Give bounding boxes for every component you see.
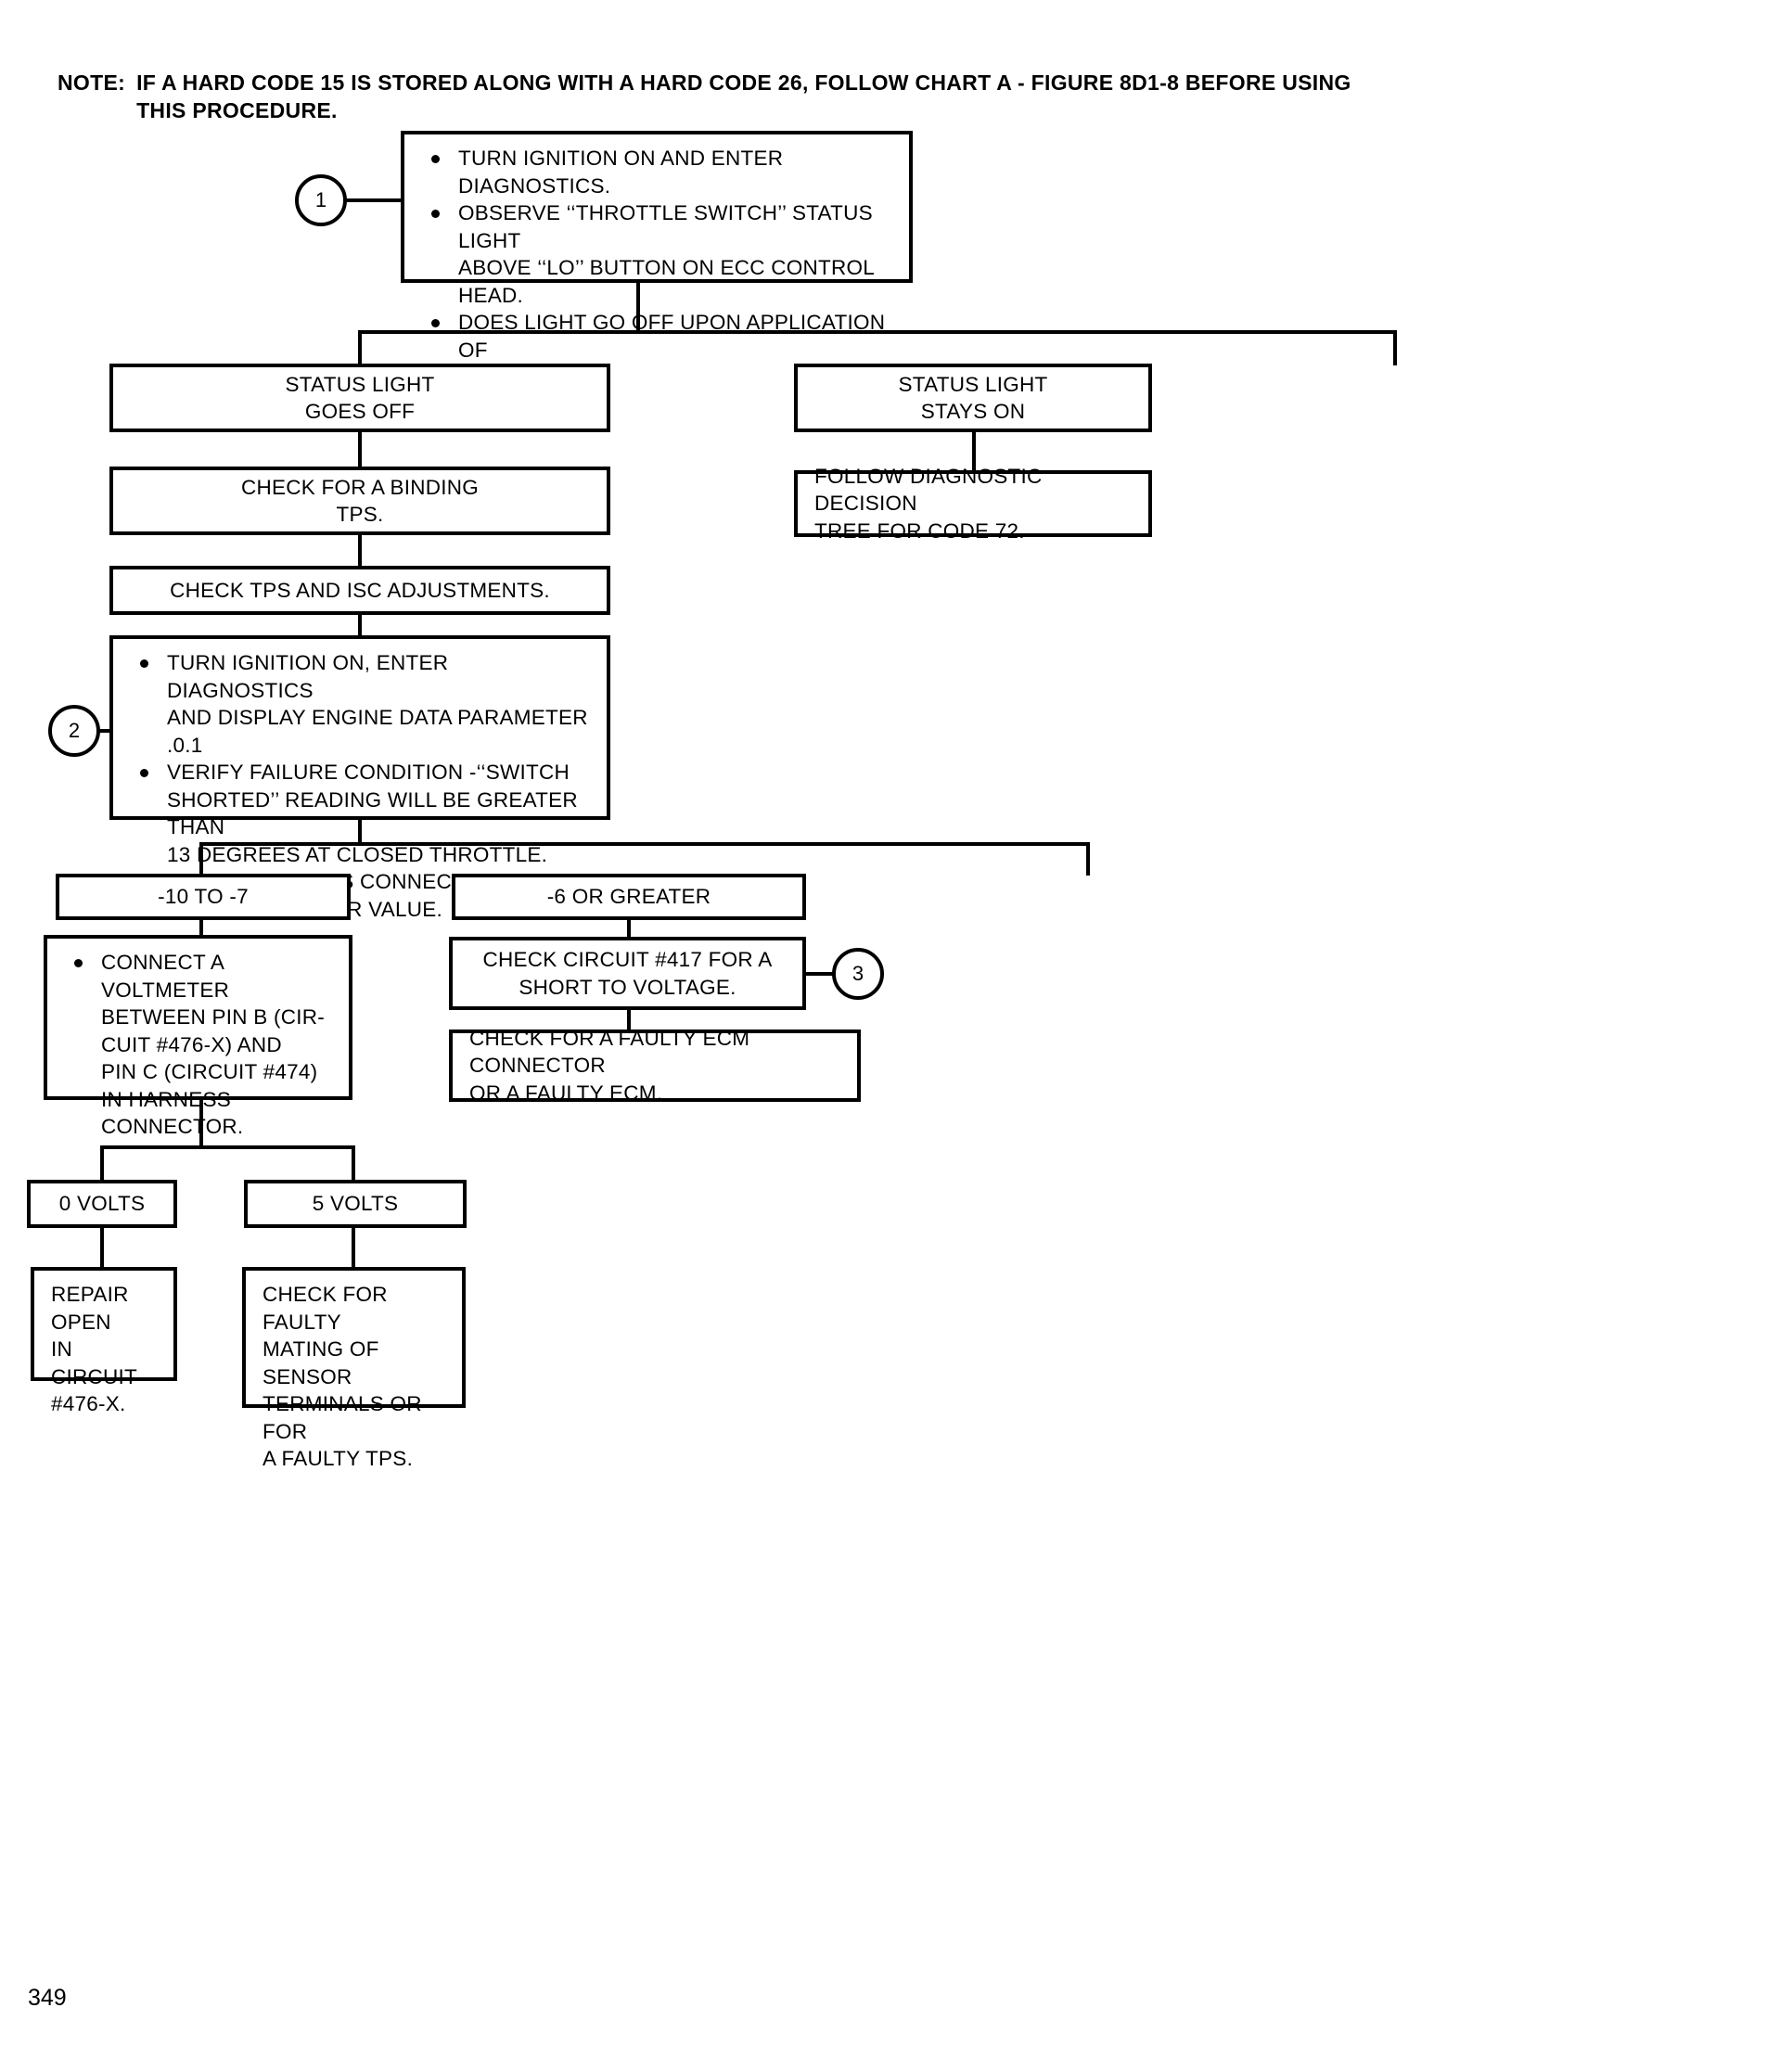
node-follow-code-72: FOLLOW DIAGNOSTIC DECISION TREE FOR CODE…	[794, 465, 1152, 543]
node-check-tps-isc-label: CHECK TPS AND ISC ADJUSTMENTS.	[170, 578, 550, 602]
page-number: 349	[28, 1985, 67, 2011]
node-connect-voltmeter-label: CONNECT A VOLTMETER BETWEEN PIN B (CIR- …	[64, 949, 339, 1141]
connector-split-left-down	[358, 330, 362, 365]
connector-goesoff-to-binding	[358, 432, 362, 468]
step-marker-2-label: 2	[68, 719, 81, 742]
note-text: IF A HARD CODE 15 IS STORED ALONG WITH A…	[136, 70, 1351, 122]
node-status-light-goes-off-label: STATUS LIGHT GOES OFF	[285, 372, 435, 424]
node-range-low: -10 TO -7	[56, 874, 351, 920]
step-marker-3-label: 3	[852, 962, 864, 985]
connector-stayson-to-code72	[972, 432, 976, 472]
node-range-high: -6 OR GREATER	[452, 874, 806, 920]
connector-binding-to-isc	[358, 535, 362, 568]
node-check-faulty-ecm-label: CHECK FOR A FAULTY ECM CONNECTOR OR A FA…	[469, 1026, 750, 1105]
node-check-binding-tps: CHECK FOR A BINDING TPS.	[109, 467, 610, 535]
connector-417-to-ecm	[627, 1010, 631, 1031]
connector-zerovolts-to-repair	[100, 1228, 104, 1271]
node-step2-bullet-1: TURN IGNITION ON, ENTER DIAGNOSTICS AND …	[130, 649, 597, 759]
node-range-high-label: -6 OR GREATER	[546, 885, 711, 909]
connector-fivevolts-to-mating	[352, 1228, 355, 1269]
node-check-faulty-mating-label: CHECK FOR FAULTY MATING OF SENSOR TERMIN…	[263, 1283, 422, 1470]
node-check-binding-tps-label: CHECK FOR A BINDING TPS.	[240, 475, 480, 527]
connector-split2-right-down	[1086, 842, 1090, 876]
step-marker-3: 3	[832, 948, 884, 1000]
connector-split-right-down	[1393, 330, 1397, 365]
node-follow-code-72-label: FOLLOW DIAGNOSTIC DECISION TREE FOR CODE…	[814, 464, 1043, 543]
connector-step1-leader	[345, 198, 403, 202]
step-marker-1-label: 1	[314, 188, 327, 211]
connector-rangelow-to-voltmeter	[199, 920, 203, 937]
connector-split-bus-1	[358, 330, 1397, 334]
connector-split3-right-down	[352, 1145, 355, 1183]
node-status-light-stays-on: STATUS LIGHT STAYS ON	[794, 364, 1152, 432]
connector-isc-to-step2	[358, 615, 362, 637]
node-five-volts: 5 VOLTS	[244, 1180, 467, 1228]
node-zero-volts-label: 0 VOLTS	[58, 1192, 146, 1216]
node-step1-bullet-2: OBSERVE ‘‘THROTTLE SWITCH’’ STATUS LIGHT…	[421, 199, 900, 309]
node-zero-volts: 0 VOLTS	[27, 1180, 177, 1228]
node-status-light-goes-off: STATUS LIGHT GOES OFF	[109, 364, 610, 432]
connector-split3-left-down	[100, 1145, 104, 1183]
node-step2-bullet-2: VERIFY FAILURE CONDITION -‘‘SWITCH SHORT…	[130, 759, 597, 868]
node-step1: TURN IGNITION ON AND ENTER DIAGNOSTICS. …	[401, 131, 913, 389]
node-repair-open-label: REPAIR OPEN IN CIRCUIT #476-X.	[51, 1283, 137, 1415]
step-marker-2: 2	[48, 705, 100, 757]
connector-rangehigh-to-417	[627, 920, 631, 939]
node-step1-bullet-1: TURN IGNITION ON AND ENTER DIAGNOSTICS.	[421, 145, 900, 199]
connector-voltmeter-down	[199, 1100, 203, 1148]
node-check-circuit-417-label: CHECK CIRCUIT #417 FOR A SHORT TO VOLTAG…	[482, 948, 773, 999]
node-check-faulty-mating: CHECK FOR FAULTY MATING OF SENSOR TERMIN…	[242, 1267, 466, 1470]
node-status-light-stays-on-label: STATUS LIGHT STAYS ON	[898, 372, 1048, 424]
note-label: NOTE:	[58, 70, 126, 95]
node-five-volts-label: 5 VOLTS	[312, 1192, 399, 1216]
step-marker-1: 1	[295, 174, 347, 226]
note-block: NOTE: IF A HARD CODE 15 IS STORED ALONG W…	[58, 41, 1727, 124]
node-check-tps-isc: CHECK TPS AND ISC ADJUSTMENTS.	[109, 566, 610, 615]
node-step2: TURN IGNITION ON, ENTER DIAGNOSTICS AND …	[109, 635, 610, 921]
connector-split2-left-down	[199, 842, 203, 876]
node-connect-voltmeter: CONNECT A VOLTMETER BETWEEN PIN B (CIR- …	[44, 935, 352, 1138]
connector-split-bus-2	[199, 842, 1090, 846]
connector-step2-down	[358, 820, 362, 845]
connector-step1-down	[636, 283, 640, 332]
node-check-circuit-417: CHECK CIRCUIT #417 FOR A SHORT TO VOLTAG…	[449, 937, 806, 1010]
node-repair-open: REPAIR OPEN IN CIRCUIT #476-X.	[31, 1267, 177, 1415]
connector-split-bus-3	[100, 1145, 355, 1149]
node-check-faulty-ecm: CHECK FOR A FAULTY ECM CONNECTOR OR A FA…	[449, 1027, 861, 1105]
node-range-low-label: -10 TO -7	[158, 885, 249, 909]
